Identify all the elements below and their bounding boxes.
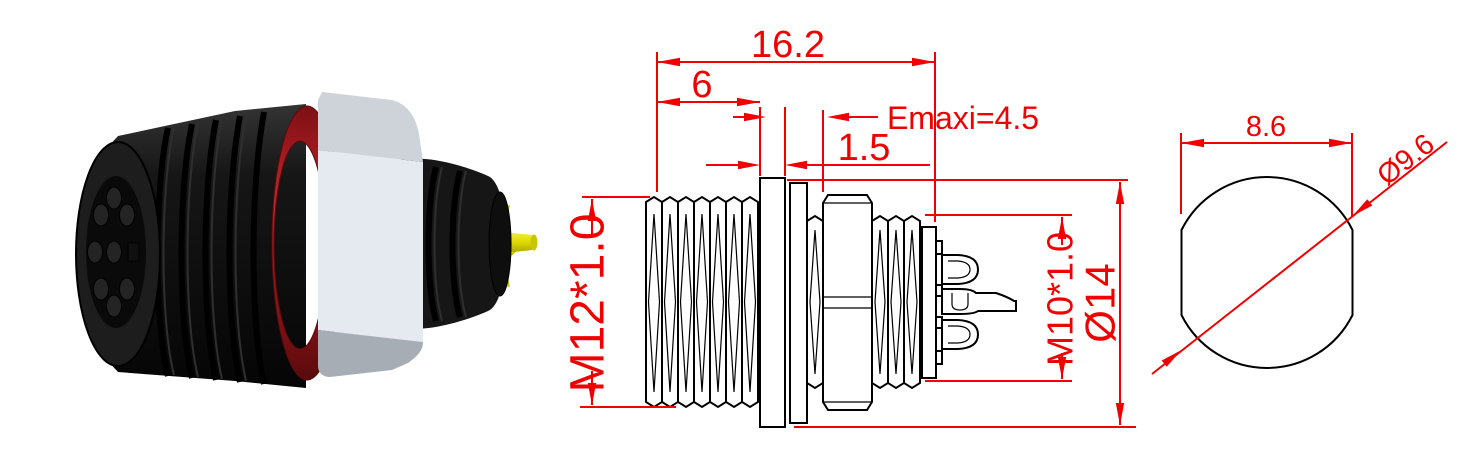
rear-thread-ridge <box>425 166 439 322</box>
pin-hole <box>106 294 122 318</box>
pin-hole <box>106 240 122 264</box>
barrel-thread-ridge <box>202 119 219 381</box>
m12-thread-section <box>645 195 759 409</box>
hex-nut-front-facet <box>318 150 423 342</box>
dim-across-flats-label: 8.6 <box>1246 111 1286 143</box>
spacer-plate <box>789 182 808 424</box>
barrel-thread-highlight <box>186 122 199 378</box>
connector-face <box>75 141 161 367</box>
rear-thread-highlight <box>457 170 467 318</box>
barrel-thread-highlight <box>210 118 223 380</box>
rear-thread-highlight <box>433 166 443 322</box>
pin-hole <box>93 203 109 227</box>
mounting-flange <box>759 177 786 428</box>
hex-body <box>822 194 873 411</box>
dim-m10-thread: M10*1.0 <box>925 214 1081 382</box>
pin-hole <box>119 203 135 227</box>
barrel-thread-highlight <box>162 126 175 376</box>
barrel-thread-ridge <box>250 111 267 385</box>
hex-nut-top-facet <box>318 92 423 162</box>
front-view-drawing: 8.6 Ø9.6 <box>1151 111 1448 375</box>
dim-front-length: 6 <box>657 64 760 107</box>
rear-thread-ridge <box>449 170 463 318</box>
dim-m10-thread-label: M10*1.0 <box>1040 232 1081 366</box>
dim-outer-diameter-label: Ø9.6 <box>1371 128 1440 192</box>
solder-cup <box>941 254 980 285</box>
dim-flange-diameter: Ø14 <box>787 179 1136 428</box>
dim-flange-thickness-label: 1.5 <box>838 127 891 169</box>
connector-photo <box>75 92 538 388</box>
solder-cup <box>941 319 980 350</box>
hex-nut <box>318 92 423 377</box>
dim-across-flats: 8.6 <box>1180 111 1353 216</box>
hex-nut-bottom-facet <box>318 330 423 377</box>
contact-pin-tip <box>530 234 538 251</box>
dim-total-length: 16.2 <box>657 24 935 67</box>
end-washer <box>921 226 937 379</box>
dim-emax: Emaxi=4.5 <box>733 100 1039 136</box>
front-view-outline <box>1180 176 1354 369</box>
dim-front-length-label: 6 <box>691 64 712 106</box>
side-view-drawing: 16.2 6 Emaxi=4.5 1.5 <box>562 24 1136 428</box>
dim-m12-thread: M12*1.0 <box>562 196 676 408</box>
pin-hole <box>87 240 103 264</box>
dim-flange-thickness: 1.5 <box>706 127 930 170</box>
keying-notch <box>127 242 140 262</box>
dim-m12-thread-label: M12*1.0 <box>562 214 615 393</box>
dim-total-length-label: 16.2 <box>751 24 825 66</box>
barrel-thread-ridge <box>178 123 195 379</box>
rear-washer-disc <box>488 191 512 297</box>
dim-emax-label: Emaxi=4.5 <box>887 100 1039 136</box>
dim-flange-diameter-label: Ø14 <box>1077 263 1124 342</box>
barrel-thread-highlight <box>234 114 247 382</box>
pin-hole <box>106 186 122 210</box>
m10-thread-section <box>871 214 921 390</box>
solder-contacts <box>935 240 1017 365</box>
solder-cup-center-blade <box>941 288 1017 315</box>
barrel-thread-ridge <box>226 115 243 383</box>
pin-hole <box>93 277 109 301</box>
pin-hole <box>119 277 135 301</box>
